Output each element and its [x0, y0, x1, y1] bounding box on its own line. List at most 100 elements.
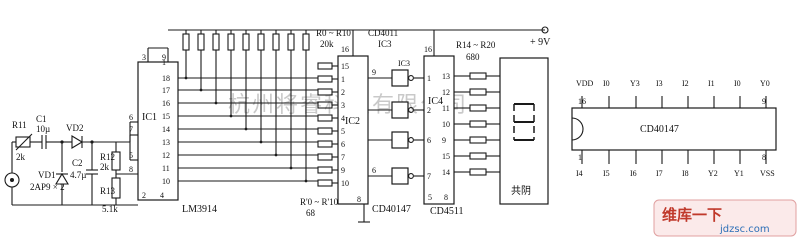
r0-r10-label: R0 ~ R10 [316, 28, 351, 38]
ic2-left-pin: 3 [341, 101, 345, 110]
pinout-top-label: Y0 [760, 79, 770, 88]
ic4-right-pin: 13 [442, 72, 450, 81]
ic4-left-pin: 1 [427, 74, 431, 83]
pullup-resistor [272, 33, 280, 51]
corner-logo: 维库一下 jdzsc.com [653, 199, 797, 237]
pullup-resistor [227, 33, 235, 51]
c1-label: C1 [36, 114, 47, 124]
ic1-right-pin: 1 [162, 58, 166, 67]
ic4-left-pin: 7 [427, 172, 431, 181]
c2-label: C2 [72, 158, 83, 168]
supply-label: + 9V [530, 37, 551, 48]
pullup-resistor [212, 33, 220, 51]
ic1-pin-2: 2 [142, 191, 146, 200]
pullup-resistor [182, 33, 190, 51]
c2-value: 4.7µ [70, 170, 86, 180]
pinout-bottom-label: I4 [576, 169, 583, 178]
ic2-left-pin: 9 [341, 166, 345, 175]
logo-background [653, 199, 797, 237]
ic2-name: IC2 [345, 116, 360, 127]
gate-pin: 9 [372, 68, 376, 77]
ic1-name: IC1 [142, 112, 157, 123]
ic4-part: CD4511 [430, 206, 464, 217]
seven-segment-display: 共阴 [499, 57, 549, 205]
ic2-left-pin: 2 [341, 88, 345, 97]
pinout-notch [571, 117, 584, 141]
gate-pin: 6 [372, 166, 376, 175]
ic1-right-pin: 15 [162, 112, 170, 121]
ic4-right-pin: 14 [442, 168, 450, 177]
ic4-right-pin: 10 [442, 120, 450, 129]
display-body [499, 57, 549, 205]
vd1-value: 2AP9 × 2 [30, 182, 65, 192]
pinout-bottom-label: I6 [630, 169, 637, 178]
ic4-pin-8: 8 [444, 193, 448, 202]
ic4-right-pin: 12 [442, 88, 450, 97]
ic1-right-pin: 17 [162, 86, 170, 95]
ic4-name: IC4 [428, 96, 443, 107]
r0prime-value: 68 [306, 208, 316, 218]
nand-gate [391, 101, 409, 119]
pinout-title: CD40147 [640, 124, 679, 135]
ic3-part: CD4011 [368, 28, 398, 38]
ic2-left-pin: 15 [341, 62, 349, 71]
ic2-left-pin: 1 [341, 75, 345, 84]
ic1-right-pin: 13 [162, 138, 170, 147]
ic4-right-pin: 15 [442, 152, 450, 161]
ic4-left-pin: 2 [427, 106, 431, 115]
pullup-resistor [197, 33, 205, 51]
pullup-resistor [287, 33, 295, 51]
series-resistor [317, 75, 333, 83]
segment-resistor [469, 104, 487, 112]
ic4-right-pin: 9 [442, 136, 446, 145]
ic1-pin-6: 6 [129, 113, 133, 122]
ic4-right-pin: 11 [442, 104, 450, 113]
r13-value: 5.1k [102, 204, 118, 214]
pinout-top-label: I2 [682, 79, 689, 88]
ic1-part: LM3914 [182, 204, 217, 215]
ic2-left-pin: 6 [341, 140, 345, 149]
pullup-resistor [257, 33, 265, 51]
vd2-label: VD2 [66, 123, 84, 133]
r14-r20-value: 680 [466, 52, 480, 62]
r14-r20-label: R14 ~ R20 [456, 40, 496, 50]
series-resistor [317, 127, 333, 135]
input-source-dot [10, 178, 14, 182]
series-resistor [317, 140, 333, 148]
ic1-lm3914: IC1 LM3914 3 9 6 7 5 8 2 4 1181716151413… [129, 47, 318, 215]
nand-gate [391, 69, 409, 87]
pinout-top-label: I3 [656, 79, 663, 88]
ic4-body [423, 55, 455, 205]
ic1-right-pin: 11 [162, 164, 170, 173]
ic1-pin-8: 8 [129, 165, 133, 174]
pinout-bottom-label: Y1 [734, 169, 744, 178]
pinout-top-label: I0 [734, 79, 741, 88]
segment-resistor [469, 72, 487, 80]
supply-terminal-symbol [541, 26, 549, 34]
pinout-bottom-label: I8 [682, 169, 689, 178]
ic1-pin-7: 7 [129, 125, 133, 134]
pinout-pin-8: 8 [762, 153, 766, 162]
ic1-right-pin: 10 [162, 177, 170, 186]
pinout-bottom-label: Y2 [708, 169, 718, 178]
vd1-label: VD1 [38, 170, 56, 180]
ic1-body [137, 61, 179, 201]
series-resistor [317, 153, 333, 161]
supply-terminal: + 9V [530, 26, 551, 48]
r13-label: R13 [100, 186, 116, 196]
ic1-pin-5: 5 [129, 151, 133, 160]
ic1-right-pin: 12 [162, 151, 170, 160]
nand-gate [391, 167, 409, 185]
input-section: R11 2k C1 10µ VD1 2AP9 × 2 VD2 C2 4.7µ [4, 114, 138, 214]
ic1-right-pin: 18 [162, 74, 170, 83]
c1-value: 10µ [36, 124, 50, 134]
ic3-name: IC3 [378, 39, 392, 49]
pinout-bottom-label: I7 [656, 169, 663, 178]
ic2-left-pin: 5 [341, 127, 345, 136]
series-resistor [317, 166, 333, 174]
r12-value: 2k [100, 162, 110, 172]
